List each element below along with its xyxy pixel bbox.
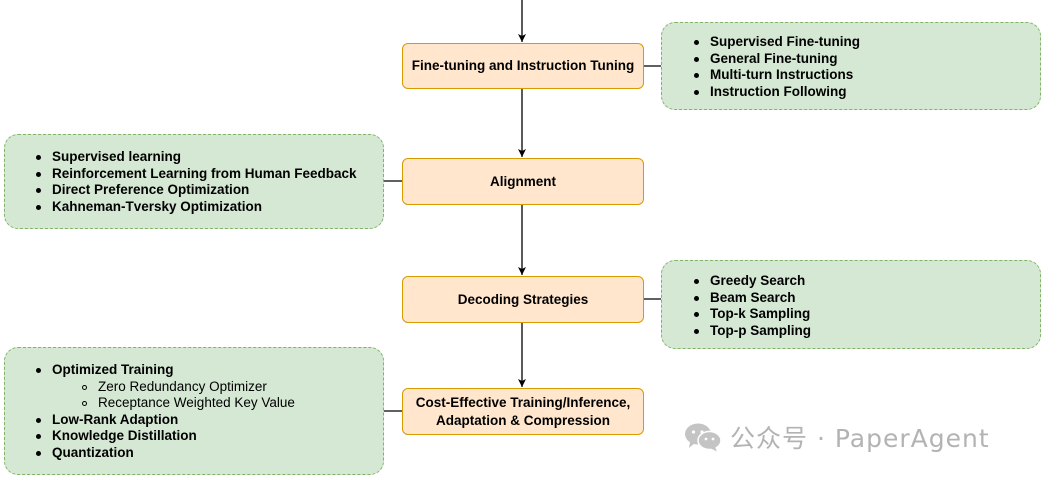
note-finetuning: Supervised Fine-tuning General Fine-tuni… — [661, 22, 1041, 110]
note-item: Direct Preference Optimization — [36, 182, 357, 199]
note-item: General Fine-tuning — [693, 51, 860, 68]
watermark-text: 公众号 · PaperAgent — [730, 424, 990, 453]
watermark: 公众号 · PaperAgent — [684, 420, 990, 454]
note-item: Multi-turn Instructions — [693, 67, 860, 84]
note-item: Optimized Training — [36, 362, 295, 379]
note-item: Supervised Fine-tuning — [693, 34, 861, 49]
note-item: Knowledge Distillation — [36, 428, 295, 445]
note-subitem: Zero Redundancy Optimizer — [82, 379, 295, 396]
note-item: Instruction Following — [693, 84, 860, 101]
note-item: Beam Search — [694, 290, 811, 307]
note-decoding: Greedy Search Beam Search Top-k Sampling… — [661, 260, 1041, 349]
stage-cost-label-line1: Cost-Effective Training/Inference, — [415, 394, 631, 410]
stage-finetuning-label: Fine-tuning and Instruction Tuning — [411, 58, 635, 73]
note-item: Reinforcement Learning from Human Feedba… — [36, 165, 357, 181]
note-item: Top-p Sampling — [694, 322, 811, 338]
stage-cost-effective: Cost-Effective Training/Inference, Adapt… — [402, 388, 644, 435]
stage-alignment: Alignment — [402, 158, 644, 205]
note-item: Top-k Sampling — [694, 306, 811, 321]
wechat-icon — [685, 423, 722, 452]
note-item: Low-Rank Adaption — [36, 412, 295, 429]
note-item: Greedy Search — [694, 273, 811, 290]
stage-decoding-label: Decoding Strategies — [457, 291, 589, 307]
note-item: Supervised learning — [36, 149, 357, 166]
stage-alignment-label: Alignment — [490, 173, 556, 189]
stage-decoding: Decoding Strategies — [402, 276, 644, 323]
note-subitem: Receptance Weighted Key Value — [82, 395, 295, 410]
note-alignment: Supervised learning Reinforcement Learni… — [4, 134, 384, 229]
note-item: Kahneman-Tversky Optimization — [36, 199, 357, 216]
note-item: Quantization — [36, 445, 295, 462]
stage-cost-label-line2: Adaptation & Compression — [435, 412, 610, 428]
stage-finetuning: Fine-tuning and Instruction Tuning — [402, 43, 644, 89]
note-cost-effective: Optimized Training Zero Redundancy Optim… — [4, 347, 384, 475]
